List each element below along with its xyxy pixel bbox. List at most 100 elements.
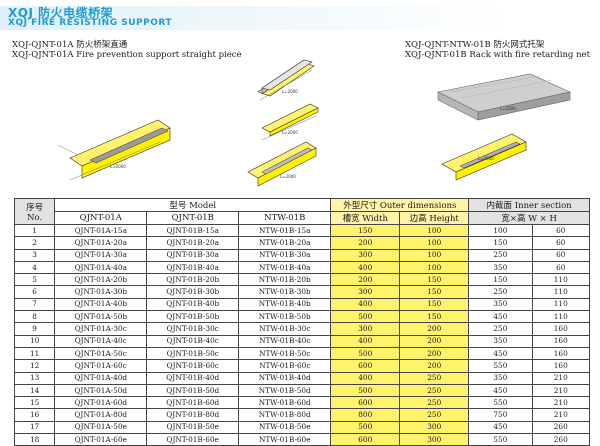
model-qjnt-01b: QJNT-01B-50d bbox=[146, 383, 240, 398]
outer-width: 500 bbox=[330, 310, 401, 324]
model-qjnt-01b: QJNT-01B-60c bbox=[146, 359, 240, 373]
model-qjnt-01a: QJNT-01A-50c bbox=[54, 346, 148, 361]
model-qjnt-01b: QJNT-01B-15a bbox=[146, 223, 240, 238]
inner-height: 160 bbox=[531, 334, 590, 348]
inner-width: 450 bbox=[468, 310, 533, 324]
model-ntw-01b: NTW-01B-40a bbox=[238, 260, 332, 275]
model-ntw-01b: NTW-01B-50b bbox=[238, 310, 332, 324]
outer-width: 400 bbox=[330, 334, 401, 348]
header-no-cn: 序号 bbox=[26, 202, 44, 213]
row-number: 1 bbox=[13, 223, 56, 238]
row-number: 9 bbox=[13, 322, 56, 336]
model-ntw-01b: NTW-01B-60c bbox=[238, 359, 332, 373]
header-ntw-01b: NTW-01B bbox=[238, 211, 332, 225]
inner-width: 250 bbox=[468, 248, 533, 262]
header-qjnt-01a: QJNT-01A bbox=[54, 211, 148, 225]
model-qjnt-01b: QJNT-01B-40b bbox=[146, 297, 240, 312]
model-ntw-01b: NTW-01B-80d bbox=[238, 408, 332, 422]
inner-width: 350 bbox=[468, 260, 533, 275]
model-qjnt-01b: QJNT-01B-40a bbox=[146, 260, 240, 275]
row-number: 13 bbox=[13, 371, 56, 385]
header-title-en: XQJ FIRE RESISTING SUPPORT bbox=[8, 18, 173, 28]
outer-width: 600 bbox=[330, 359, 401, 373]
spec-table: 序号 No. 型号 Model 外型尺寸 Outer dimensions 内截… bbox=[13, 198, 590, 446]
header-height: 边高 Height bbox=[399, 211, 470, 225]
model-qjnt-01a: QJNT-01A-50e bbox=[54, 420, 148, 435]
outer-width: 200 bbox=[330, 273, 401, 287]
inner-width: 350 bbox=[468, 371, 533, 385]
outer-width: 300 bbox=[330, 285, 401, 299]
inner-height: 110 bbox=[531, 285, 590, 299]
left-caption: XQJ-QJNT-01A 防火桥架直通 XQJ-QJNT-01A Fire pr… bbox=[12, 40, 242, 60]
model-ntw-01b: NTW-01B-30b bbox=[238, 285, 332, 299]
model-qjnt-01a: QJNT-01A-80d bbox=[54, 408, 148, 422]
outer-height: 100 bbox=[399, 248, 470, 262]
inner-height: 160 bbox=[531, 359, 590, 373]
model-qjnt-01a: QJNT-01A-30c bbox=[54, 322, 148, 336]
model-qjnt-01a: QJNT-01A-20a bbox=[54, 236, 148, 250]
inner-width: 350 bbox=[468, 297, 533, 312]
model-qjnt-01b: QJNT-01B-50c bbox=[146, 346, 240, 361]
model-ntw-01b: NTW-01B-20b bbox=[238, 273, 332, 287]
outer-height: 150 bbox=[399, 273, 470, 287]
length-label-4: L=2000 bbox=[280, 174, 296, 179]
mesh-tray-photo: L=2000 bbox=[437, 73, 571, 121]
inner-height: 60 bbox=[531, 236, 590, 250]
inner-width: 100 bbox=[468, 223, 533, 238]
outer-height: 200 bbox=[399, 346, 470, 361]
right-caption: XQJ-QJNT-NTW-01B 防火网式托架 XQJ-QJNT-01B Rac… bbox=[405, 40, 590, 60]
model-ntw-01b: NTW-01B-40b bbox=[238, 297, 332, 312]
outer-height: 250 bbox=[399, 371, 470, 385]
header-model: 型号 Model bbox=[54, 198, 332, 212]
model-qjnt-01a: QJNT-01A-20b bbox=[54, 273, 148, 287]
tray-drawing-1: L=2000 bbox=[257, 59, 315, 101]
model-qjnt-01a: QJNT-01A-40b bbox=[54, 297, 148, 312]
length-label-1: L=2000 bbox=[282, 89, 298, 94]
header-outer-dimensions: 外型尺寸 Outer dimensions bbox=[330, 198, 470, 212]
model-ntw-01b: NTW-01B-30a bbox=[238, 248, 332, 262]
inner-width: 350 bbox=[468, 334, 533, 348]
outer-width: 300 bbox=[330, 248, 401, 262]
outer-height: 250 bbox=[399, 408, 470, 422]
model-qjnt-01a: QJNT-01A-50b bbox=[54, 310, 148, 324]
inner-height: 160 bbox=[531, 322, 590, 336]
outer-width: 600 bbox=[330, 433, 401, 446]
outer-width: 600 bbox=[330, 396, 401, 410]
inner-height: 260 bbox=[531, 433, 590, 446]
row-number: 8 bbox=[13, 310, 56, 324]
outer-width: 150 bbox=[330, 223, 401, 238]
tray-drawing-3: L=2000 bbox=[261, 103, 319, 141]
model-qjnt-01a: QJNT-01A-60d bbox=[54, 396, 148, 410]
length-label-5: L=2000 bbox=[500, 106, 516, 111]
length-label-3: L=2000 bbox=[282, 130, 298, 135]
row-number: 17 bbox=[13, 420, 56, 435]
inner-width: 150 bbox=[468, 273, 533, 287]
inner-height: 60 bbox=[531, 260, 590, 275]
product-drawings: L=2000 L=2000 L=2000 L=2000 L=2000 L=200 bbox=[57, 59, 571, 187]
outer-width: 300 bbox=[330, 322, 401, 336]
model-ntw-01b: NTW-01B-60e bbox=[238, 433, 332, 446]
model-qjnt-01b: QJNT-01B-30a bbox=[146, 248, 240, 262]
model-qjnt-01a: QJNT-01A-50d bbox=[54, 383, 148, 398]
row-number: 18 bbox=[13, 433, 56, 446]
right-caption-en: XQJ-QJNT-01B Rack with fire retarding ne… bbox=[405, 50, 590, 60]
model-qjnt-01b: QJNT-01B-40c bbox=[146, 334, 240, 348]
header-title-cn: XQJ 防火电缆桥架 bbox=[8, 6, 114, 20]
model-qjnt-01b: QJNT-01B-60d bbox=[146, 396, 240, 410]
outer-height: 250 bbox=[399, 383, 470, 398]
row-number: 11 bbox=[13, 346, 56, 361]
model-qjnt-01b: QJNT-01B-20a bbox=[146, 236, 240, 250]
model-qjnt-01b: QJNT-01B-60e bbox=[146, 433, 240, 446]
tray-drawing-2: L=2000 bbox=[57, 119, 171, 181]
